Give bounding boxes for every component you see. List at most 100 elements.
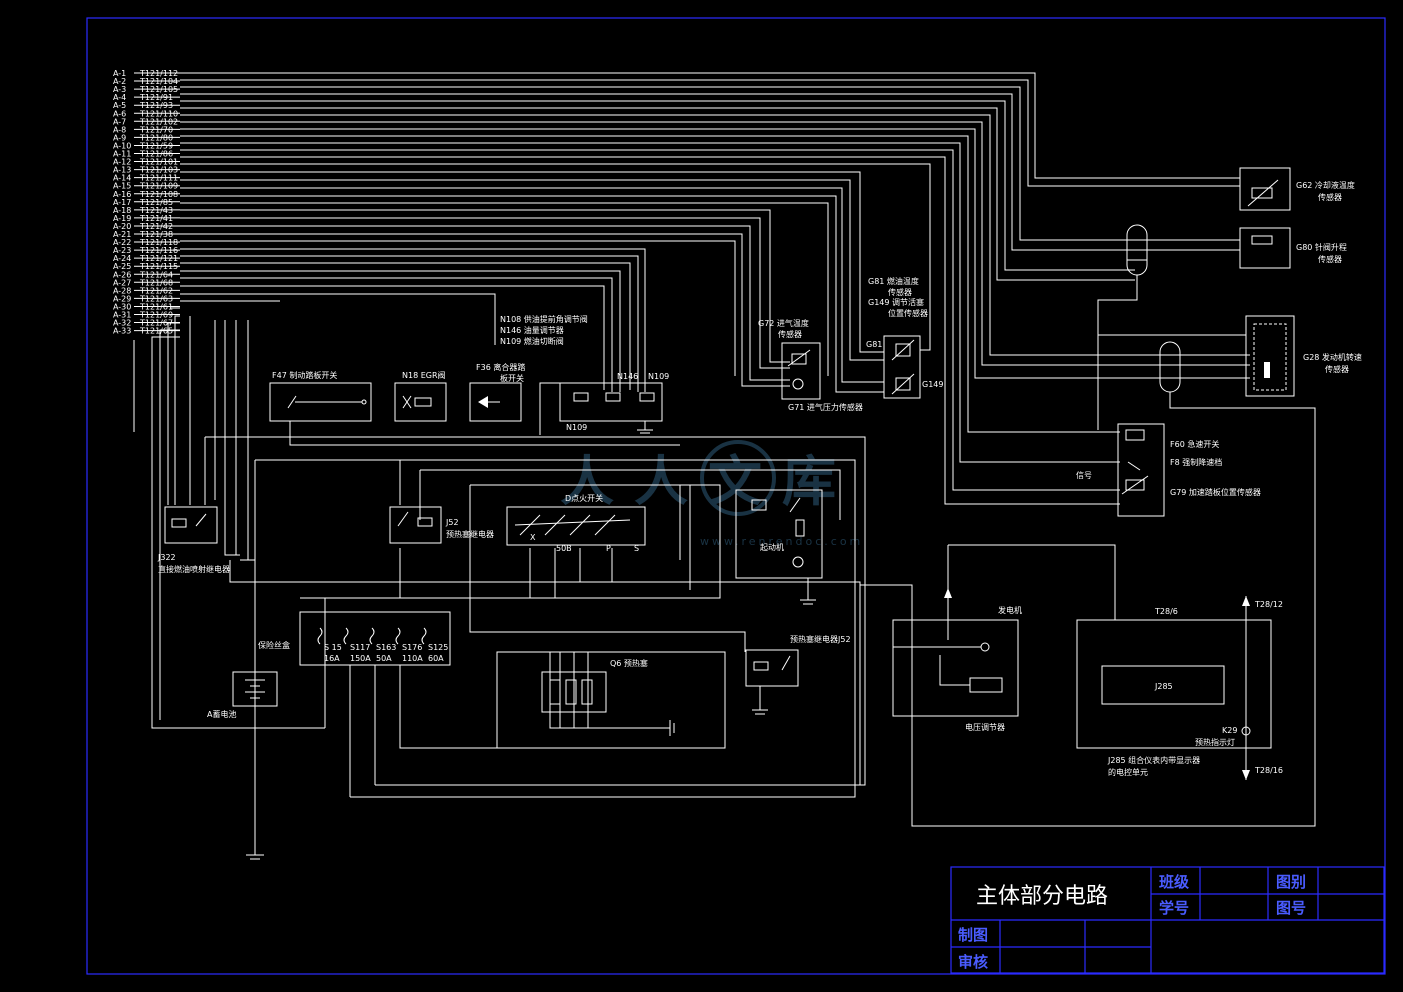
svg-text:F36 离合器踏: F36 离合器踏 [476, 362, 525, 372]
drawn-label: 制图 [958, 926, 988, 944]
svg-text:信号: 信号 [1076, 470, 1092, 480]
pin-left-label: A-5 [113, 101, 126, 110]
svg-text:N108 供油提前角调节阀: N108 供油提前角调节阀 [500, 314, 588, 324]
generator: 发电机 电压调节器 [892, 588, 1022, 732]
fuse-rating: 16A [324, 654, 340, 663]
svg-text:J285 组合仪表内带显示器: J285 组合仪表内带显示器 [1107, 755, 1200, 765]
pin-left-label: A-13 [113, 166, 131, 175]
pin-left-label: A-23 [113, 246, 131, 255]
title-block: 主体部分电路 班级 学号 图别 图号 制图 审核 [950, 866, 1385, 974]
fuse-rating: 150A [350, 654, 371, 663]
fuse-symbol [369, 627, 375, 645]
pin-left-label: A-30 [113, 302, 131, 311]
pin-left-label: A-16 [113, 190, 131, 199]
svg-text:预热塞继电器J52: 预热塞继电器J52 [790, 634, 851, 644]
pin-left-label: A-15 [113, 182, 131, 191]
j52-relay: J52 预热塞继电器 [389, 506, 494, 544]
svg-text:S: S [634, 544, 639, 553]
svg-text:G79 加速踏板位置传感器: G79 加速踏板位置传感器 [1170, 487, 1261, 497]
power-wiring [204, 436, 1116, 855]
pin-left-label: A-10 [113, 141, 131, 150]
pin-left-label: A-17 [113, 198, 131, 207]
pin-left-label: A-32 [113, 319, 131, 328]
g72-g71-sensor: G72 进气温度 传感器 G71 进气压力传感器 [758, 318, 863, 412]
svg-text:N146: N146 [617, 372, 638, 381]
pin-left-label: A-7 [113, 117, 126, 126]
fuse-name: S 15 [324, 643, 342, 652]
svg-text:X: X [530, 533, 536, 542]
g80-sensor: G80 针阀升程 传感器 [1239, 227, 1347, 269]
fuse-name: S125 [428, 643, 448, 652]
svg-text:电压调节器: 电压调节器 [965, 722, 1005, 732]
pin-left-label: A-12 [113, 158, 131, 167]
f47-brake-switch: F47 制动踏板开关 [269, 370, 680, 446]
svg-text:A蓄电池: A蓄电池 [207, 709, 236, 719]
scale-label: 图别 [1276, 873, 1306, 891]
svg-text:N109: N109 [648, 372, 669, 381]
preheat-relay: 预热塞继电器J52 [745, 634, 851, 715]
pin-left-label: A-1 [113, 69, 126, 78]
svg-text:直接燃油喷射继电器: 直接燃油喷射继电器 [158, 564, 230, 574]
pin-left-label: A-29 [113, 294, 131, 303]
pin-left-label: A-2 [113, 77, 126, 86]
svg-text:J52: J52 [445, 518, 459, 527]
fuse-name: S163 [376, 643, 396, 652]
svg-text:50B: 50B [556, 544, 572, 553]
g62-label-b: 传感器 [1318, 192, 1342, 202]
svg-text:J285: J285 [1154, 682, 1173, 691]
watermark: 人人文库 www.renrendoc.com [560, 440, 863, 548]
pin-left-label: A-11 [113, 150, 131, 159]
left-trunks [151, 315, 325, 729]
pin-left-label: A-26 [113, 270, 131, 279]
battery: A蓄电池 [207, 671, 278, 860]
g28-label-b: 传感器 [1325, 364, 1349, 374]
g80-label-b: 传感器 [1318, 254, 1342, 264]
shield-capsule-1 [1097, 224, 1148, 430]
review-label: 审核 [958, 953, 988, 971]
fuse-rating: 60A [428, 654, 444, 663]
svg-text:发电机: 发电机 [998, 605, 1022, 615]
svg-text:G81: G81 [866, 340, 882, 349]
fuse-name: S117 [350, 643, 370, 652]
svg-text:G149 调节活塞: G149 调节活塞 [868, 297, 924, 307]
pin-left-label: A-6 [113, 109, 126, 118]
svg-text:K29: K29 [1222, 726, 1237, 735]
svg-text:N146 油量调节器: N146 油量调节器 [500, 325, 564, 335]
pin-left-label: A-8 [113, 125, 126, 134]
svg-text:Q6 预热塞: Q6 预热塞 [610, 658, 648, 668]
drawing-frame [86, 17, 1386, 975]
svg-text:G71 进气压力传感器: G71 进气压力传感器 [788, 402, 863, 412]
fuse-box: 保险丝盒 S 1516AS117150AS16350AS176110AS1256… [258, 611, 451, 666]
svg-text:传感器: 传感器 [778, 329, 802, 339]
pin-left-label: A-22 [113, 238, 131, 247]
drawing-title: 主体部分电路 [976, 884, 1108, 909]
pin-left-label: A-21 [113, 230, 131, 239]
fuse-symbol [395, 627, 401, 645]
svg-text:N109 燃油切断阀: N109 燃油切断阀 [500, 336, 564, 346]
svg-text:的电控单元: 的电控单元 [1108, 767, 1148, 777]
fuse-symbol [343, 627, 349, 645]
j322-relay: J322 直接燃油喷射继电器 [157, 506, 230, 574]
pedal-switch-group: F60 急速开关 F8 强制降速档 G79 加速踏板位置传感器 信号 [1076, 423, 1261, 517]
fuse-rating: 50A [376, 654, 392, 663]
svg-text:G81 燃油温度: G81 燃油温度 [868, 276, 919, 286]
j285-cluster: J285 T28/6 T28/12 K29 预热指示灯 T28/16 J285 … [1076, 596, 1283, 780]
svg-text:预热塞继电器: 预热塞继电器 [446, 529, 494, 539]
starter: 起动机 [735, 489, 823, 605]
svg-text:J322: J322 [157, 553, 176, 562]
shield-capsule-2 [915, 334, 1316, 827]
svg-text:F8 强制降速档: F8 强制降速档 [1170, 457, 1222, 467]
watermark-text: 人人文库 [560, 449, 856, 513]
q6-glow-plugs: Q6 预热塞 [541, 652, 675, 736]
svg-text:D点火开关: D点火开关 [565, 493, 603, 503]
watermark-url: www.renrendoc.com [700, 535, 863, 548]
svg-text:T28/12: T28/12 [1254, 600, 1283, 609]
valve-group: N108 供油提前角调节阀 N146 油量调节器 N109 燃油切断阀 N146… [500, 314, 669, 435]
pin-left-label: A-25 [113, 262, 131, 271]
ignition-switch: D点火开关 X 50B P S [506, 493, 646, 553]
svg-text:P: P [606, 544, 611, 553]
pin-left-label: A-27 [113, 278, 131, 287]
